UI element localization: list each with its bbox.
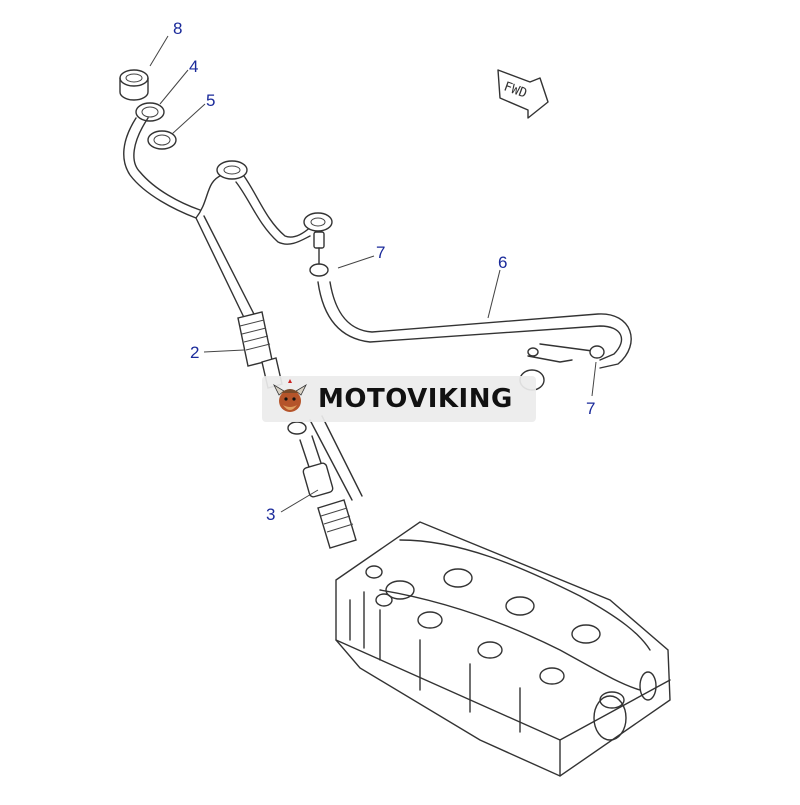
viking-mascot-icon [273,379,307,412]
callout-3: 3 [266,505,275,524]
part-8-nut [119,69,149,101]
part-5-seal [147,130,177,150]
fwd-arrow-icon: FWD [497,69,549,119]
callout-6: 6 [498,253,507,272]
part-7-upper-bolt [309,231,329,277]
fwd-label: FWD [502,79,529,101]
callout-7-upper: 7 [376,243,385,262]
callout-7-lower: 7 [586,399,595,418]
part-4-seal [135,102,165,122]
injection-pipe [123,117,333,331]
watermark: MOTOVIKING [262,376,536,422]
watermark-brand: MOTOVIKING [318,384,513,414]
callout-5: 5 [206,91,215,110]
leader-lines [149,35,597,513]
callout-8: 8 [173,19,182,38]
part-3-nozzle [287,415,363,549]
cylinder-head [335,521,671,777]
callouts: 8 4 5 7 6 2 7 3 [173,19,595,524]
part-6-hose [317,281,632,391]
callout-2: 2 [190,343,199,362]
callout-4: 4 [189,57,198,76]
